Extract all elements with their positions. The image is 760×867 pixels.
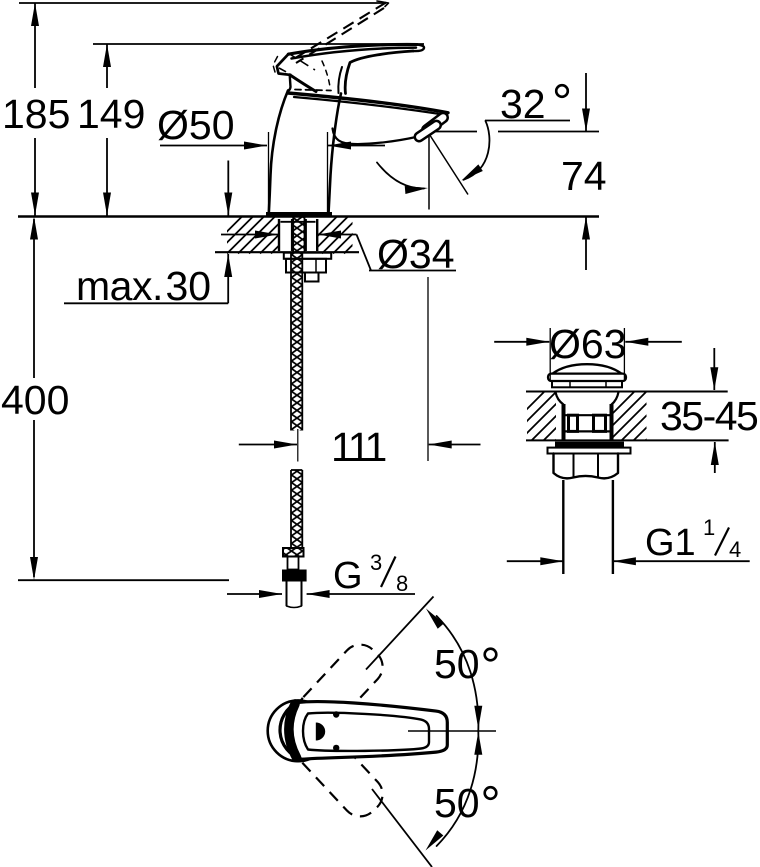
svg-text:G1: G1 (645, 522, 696, 564)
svg-text:74: 74 (561, 153, 607, 199)
svg-text:Ø50: Ø50 (157, 102, 235, 148)
svg-text:3: 3 (370, 550, 382, 575)
svg-text:Ø63: Ø63 (549, 321, 627, 367)
svg-text:1: 1 (703, 515, 715, 540)
svg-text:111: 111 (331, 424, 386, 470)
svg-text:50: 50 (434, 780, 480, 826)
svg-text:max.: max. (76, 263, 163, 309)
svg-text:185: 185 (2, 91, 70, 137)
svg-text:Ø34: Ø34 (377, 231, 455, 277)
svg-text:8: 8 (396, 571, 408, 596)
svg-text:30: 30 (166, 263, 212, 309)
svg-text:149: 149 (77, 91, 145, 137)
svg-text:G: G (333, 555, 363, 597)
svg-text:50: 50 (434, 641, 480, 687)
svg-text:4: 4 (729, 537, 741, 562)
svg-text:35-45: 35-45 (660, 393, 758, 439)
svg-text:400: 400 (1, 377, 69, 423)
svg-text:32: 32 (500, 81, 546, 127)
